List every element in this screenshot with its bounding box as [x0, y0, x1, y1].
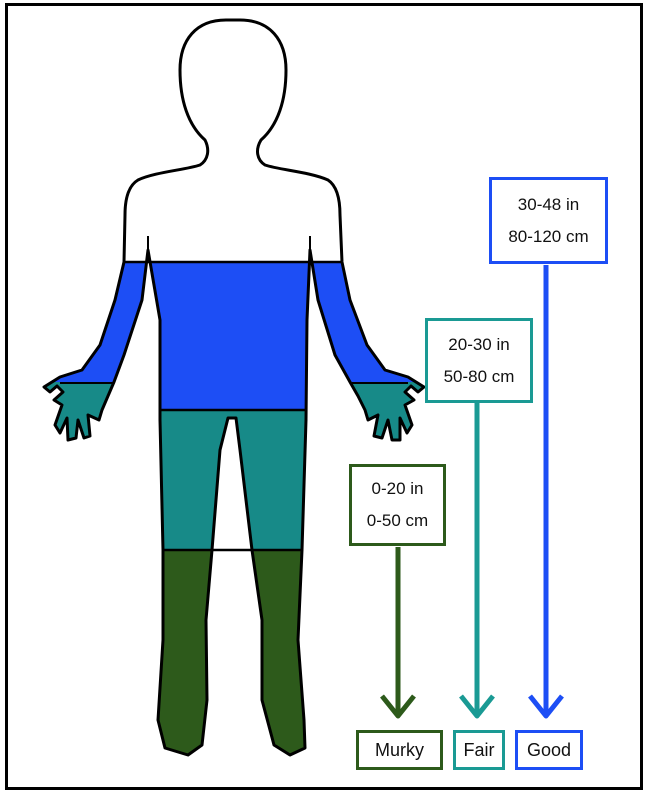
fair-depth-cm: 50-80 cm — [444, 361, 515, 393]
good-depth-cm: 80-120 cm — [508, 221, 588, 253]
good-arrow — [530, 265, 562, 716]
murky-depth-cm: 0-50 cm — [367, 505, 428, 537]
good-label: Good — [515, 730, 583, 770]
good-depth-box: 30-48 in 80-120 cm — [489, 177, 608, 264]
murky-depth-box: 0-20 in 0-50 cm — [349, 464, 446, 546]
good-depth-in: 30-48 in — [518, 189, 579, 221]
fair-depth-box: 20-30 in 50-80 cm — [425, 318, 533, 403]
fair-depth-in: 20-30 in — [448, 329, 509, 361]
fair-label: Fair — [453, 730, 505, 770]
murky-depth-in: 0-20 in — [372, 473, 424, 505]
body-fill-group — [0, 0, 460, 780]
fair-arrow — [461, 403, 493, 716]
left-hand-fair — [30, 382, 130, 452]
murky-arrow — [382, 547, 414, 716]
murky-label: Murky — [356, 730, 443, 770]
dry-region — [0, 0, 460, 262]
